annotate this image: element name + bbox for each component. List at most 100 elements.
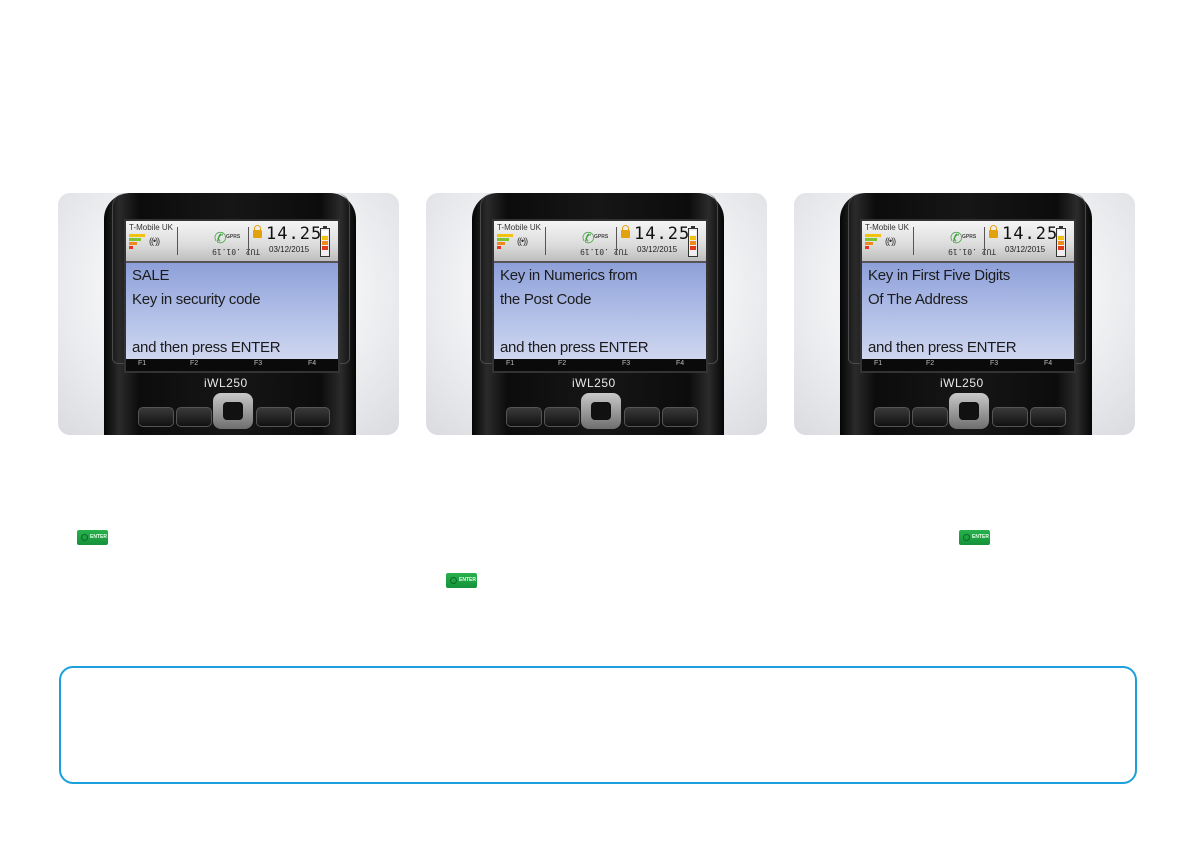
contactless-icon: ((•)) <box>149 236 160 246</box>
clock-date: 03/12/2015 <box>269 245 310 254</box>
carrier-name: T-Mobile UK <box>497 223 542 232</box>
terminal-screen: T-Mobile UK ((•)) ✆ GPRS TU2 .01.19 14.2… <box>860 219 1076 373</box>
clock-date: 03/12/2015 <box>1005 245 1046 254</box>
status-bar: T-Mobile UK ((•)) ✆ GPRS TU2 .01.19 14.2… <box>126 221 338 263</box>
soft-key-right[interactable] <box>294 407 330 427</box>
soft-key-left-2[interactable] <box>912 407 948 427</box>
flipped-status-text: TU2 .01.19 <box>212 247 261 256</box>
f3-label: F3 <box>254 360 263 367</box>
lcd-line-1: Key in Numerics from <box>500 267 638 284</box>
phone-icon: ✆ <box>214 230 227 247</box>
keypad <box>486 393 712 429</box>
soft-key-left-2[interactable] <box>544 407 580 427</box>
keypad <box>854 393 1080 429</box>
navigation-center-button[interactable] <box>591 402 611 420</box>
lcd-line-4: and then press ENTER <box>132 339 281 356</box>
clock-time: 14.25 <box>634 224 691 244</box>
model-name: iWL250 <box>204 376 248 390</box>
gprs-indicator: GPRS <box>226 234 241 240</box>
function-key-labels: F1 F2 F3 F4 <box>494 359 706 371</box>
soft-key-right-2[interactable] <box>992 407 1028 427</box>
soft-key-left[interactable] <box>506 407 542 427</box>
terminal-panel-2: T-Mobile UK ((•)) ✆ GPRS TU2 .01.19 14.2… <box>426 193 767 435</box>
soft-key-right[interactable] <box>1030 407 1066 427</box>
flipped-status-text: TU2 .01.19 <box>580 247 629 256</box>
lock-icon <box>621 225 630 238</box>
lcd-display: SALE Key in security code and then press… <box>126 263 338 359</box>
phone-icon: ✆ <box>582 230 595 247</box>
f4-label: F4 <box>308 360 317 367</box>
lock-icon <box>253 225 262 238</box>
enter-key-label: ENTER <box>459 577 476 583</box>
f4-label: F4 <box>676 360 685 367</box>
f2-label: F2 <box>190 360 199 367</box>
divider <box>545 227 546 255</box>
function-key-labels: F1 F2 F3 F4 <box>126 359 338 371</box>
terminal-panel-3: T-Mobile UK ((•)) ✆ GPRS TU2 .01.19 14.2… <box>794 193 1135 435</box>
divider <box>616 227 617 255</box>
function-key-labels: F1 F2 F3 F4 <box>862 359 1074 371</box>
lcd-display: Key in Numerics from the Post Code and t… <box>494 263 706 359</box>
contactless-icon: ((•)) <box>517 236 528 246</box>
info-box <box>59 666 1137 784</box>
clock-time: 14.25 <box>266 224 323 244</box>
soft-key-left-2[interactable] <box>176 407 212 427</box>
navigation-center-button[interactable] <box>223 402 243 420</box>
f3-label: F3 <box>622 360 631 367</box>
navigation-pad[interactable] <box>581 393 621 429</box>
payment-terminal: T-Mobile UK ((•)) ✆ GPRS TU2 .01.19 14.2… <box>840 193 1092 435</box>
f2-label: F2 <box>558 360 567 367</box>
f4-label: F4 <box>1044 360 1053 367</box>
phone-icon: ✆ <box>950 230 963 247</box>
status-bar: T-Mobile UK ((•)) ✆ GPRS TU2 .01.19 14.2… <box>862 221 1074 263</box>
battery-icon <box>1056 226 1066 257</box>
soft-key-right-2[interactable] <box>624 407 660 427</box>
soft-key-right[interactable] <box>662 407 698 427</box>
enter-key-label: ENTER <box>972 534 989 540</box>
model-name: iWL250 <box>940 376 984 390</box>
navigation-pad[interactable] <box>213 393 253 429</box>
clock-date: 03/12/2015 <box>637 245 678 254</box>
lcd-display: Key in First Five Digits Of The Address … <box>862 263 1074 359</box>
lcd-line-1: Key in First Five Digits <box>868 267 1010 284</box>
divider <box>984 227 985 255</box>
contactless-icon: ((•)) <box>885 236 896 246</box>
terminal-screen: T-Mobile UK ((•)) ✆ GPRS TU2 .01.19 14.2… <box>492 219 708 373</box>
enter-key-icon: ENTER <box>446 573 477 588</box>
enter-key-icon: ENTER <box>77 530 108 545</box>
payment-terminal: T-Mobile UK ((•)) ✆ GPRS TU2 .01.19 14.2… <box>472 193 724 435</box>
status-bar: T-Mobile UK ((•)) ✆ GPRS TU2 .01.19 14.2… <box>494 221 706 263</box>
lcd-line-4: and then press ENTER <box>500 339 649 356</box>
carrier-name: T-Mobile UK <box>129 223 174 232</box>
f1-label: F1 <box>506 360 515 367</box>
carrier-name: T-Mobile UK <box>865 223 910 232</box>
clock-time: 14.25 <box>1002 224 1059 244</box>
soft-key-right-2[interactable] <box>256 407 292 427</box>
lock-icon <box>989 225 998 238</box>
enter-key-icon: ENTER <box>959 530 990 545</box>
payment-terminal: T-Mobile UK ((•)) ✆ GPRS TU2 .01.19 14.2… <box>104 193 356 435</box>
soft-key-left[interactable] <box>874 407 910 427</box>
flipped-status-text: TU2 .01.19 <box>948 247 997 256</box>
terminal-panel-1: T-Mobile UK ((•)) ✆ GPRS TU2 .01.19 14.2… <box>58 193 399 435</box>
f1-label: F1 <box>138 360 147 367</box>
soft-key-left[interactable] <box>138 407 174 427</box>
terminal-screen: T-Mobile UK ((•)) ✆ GPRS TU2 .01.19 14.2… <box>124 219 340 373</box>
keypad <box>118 393 344 429</box>
gprs-indicator: GPRS <box>594 234 609 240</box>
lcd-line-2: Key in security code <box>132 291 261 308</box>
battery-icon <box>320 226 330 257</box>
divider <box>177 227 178 255</box>
lcd-line-1: SALE <box>132 267 170 284</box>
navigation-pad[interactable] <box>949 393 989 429</box>
gprs-indicator: GPRS <box>962 234 977 240</box>
lcd-line-2: the Post Code <box>500 291 592 308</box>
navigation-center-button[interactable] <box>959 402 979 420</box>
lcd-line-4: and then press ENTER <box>868 339 1017 356</box>
divider <box>913 227 914 255</box>
battery-icon <box>688 226 698 257</box>
divider <box>248 227 249 255</box>
f3-label: F3 <box>990 360 999 367</box>
f1-label: F1 <box>874 360 883 367</box>
f2-label: F2 <box>926 360 935 367</box>
